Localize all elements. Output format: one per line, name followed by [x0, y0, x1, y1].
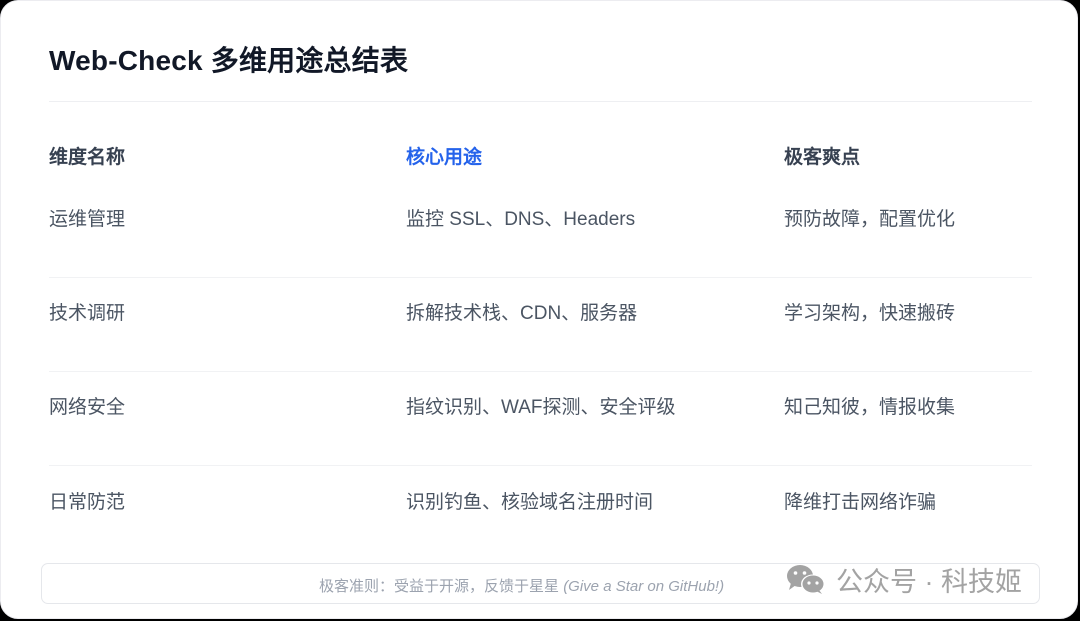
- cell-dimension: 技术调研: [49, 303, 126, 324]
- footer-note: 极客准则：受益于开源，反馈于星星 (Give a Star on GitHub!…: [319, 575, 724, 596]
- cell-core-use: 识别钓鱼、核验域名注册时间: [406, 492, 654, 513]
- watermark-text: 公众号 · 科技姬: [836, 566, 1022, 597]
- title-divider: [49, 101, 1032, 102]
- cell-highlight: 降维打击网络诈骗: [784, 492, 937, 513]
- row-divider: [49, 277, 1032, 278]
- table-row: 技术调研 拆解技术栈、CDN、服务器 学习架构，快速搬砖: [49, 278, 1032, 372]
- cell-highlight: 学习架构，快速搬砖: [784, 303, 956, 324]
- cell-dimension: 运维管理: [49, 209, 126, 230]
- cell-dimension: 日常防范: [49, 492, 126, 513]
- row-divider: [49, 371, 1032, 372]
- page-title: Web-Check 多维用途总结表: [49, 45, 409, 76]
- wechat-icon: [787, 565, 825, 594]
- footer-note-box: 极客准则：受益于开源，反馈于星星 (Give a Star on GitHub!…: [41, 563, 1040, 604]
- column-header-dimension: 维度名称: [49, 147, 126, 168]
- row-divider: [49, 465, 1032, 466]
- cell-core-use: 指纹识别、WAF探测、安全评级: [406, 397, 676, 418]
- watermark: 公众号 · 科技姬: [784, 559, 1022, 599]
- table-row: 运维管理 监控 SSL、DNS、Headers 预防故障，配置优化: [49, 184, 1032, 278]
- cell-core-use: 拆解技术栈、CDN、服务器: [406, 303, 638, 324]
- footer-note-italic: (Give a Star on GitHub!): [563, 578, 725, 595]
- cell-highlight: 知己知彼，情报收集: [784, 397, 956, 418]
- cell-core-use: 监控 SSL、DNS、Headers: [406, 209, 636, 230]
- footer-note-text: 极客准则：受益于开源，反馈于星星: [319, 578, 560, 595]
- cell-highlight: 预防故障，配置优化: [784, 209, 956, 230]
- column-header-geek-highlight: 极客爽点: [784, 147, 861, 168]
- cell-dimension: 网络安全: [49, 397, 126, 418]
- table-row: 网络安全 指纹识别、WAF探测、安全评级 知己知彼，情报收集: [49, 372, 1032, 466]
- table-row: 日常防范 识别钓鱼、核验域名注册时间 降维打击网络诈骗: [49, 467, 1032, 561]
- column-header-core-use: 核心用途: [406, 147, 483, 168]
